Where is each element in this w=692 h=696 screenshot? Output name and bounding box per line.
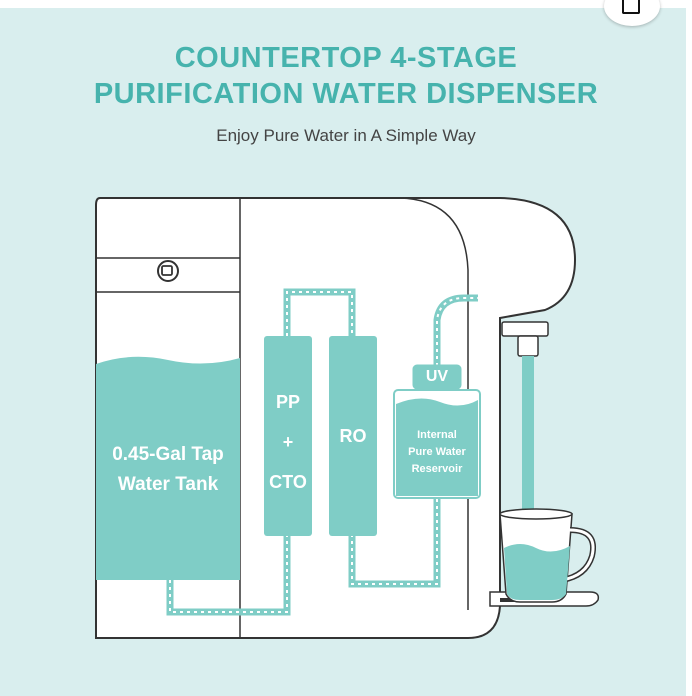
tank-label: 0.45-Gal Tap Water Tank: [96, 440, 240, 500]
filter1-label-line3: CTO: [269, 472, 307, 492]
tank-water: [96, 356, 240, 580]
reservoir-label-line1: Internal: [417, 429, 457, 441]
cup-water: [504, 544, 570, 600]
faucet-nozzle: [501, 321, 549, 337]
filter-pp-cto-label: PP + CTO: [262, 382, 314, 502]
water-stream: [522, 356, 534, 546]
lid-button-icon: [157, 260, 179, 282]
filter-ro-label: RO: [339, 426, 367, 446]
filter1-label-line2: +: [282, 432, 294, 452]
tank-label-line1: 0.45-Gal Tap: [112, 444, 224, 465]
filter-ro: [329, 336, 377, 536]
uv-label: UV: [425, 368, 449, 385]
filter-pp-cto: [264, 336, 312, 536]
reservoir-label: Internal Pure Water Reservoir: [396, 427, 478, 478]
tank-label-line2: Water Tank: [117, 474, 219, 495]
reservoir-water: [396, 398, 478, 496]
title-line-2: PURIFICATION WATER DISPENSER: [93, 78, 599, 110]
title-line-1: COUNTERTOP 4-STAGE: [174, 42, 518, 74]
subtitle: Enjoy Pure Water in A Simple Way: [216, 126, 476, 145]
filter1-label-line1: PP: [275, 392, 300, 412]
reservoir-label-line3: Reservoir: [411, 463, 463, 475]
reservoir-label-line2: Pure Water: [408, 446, 466, 458]
external-link-icon: [622, 0, 640, 14]
